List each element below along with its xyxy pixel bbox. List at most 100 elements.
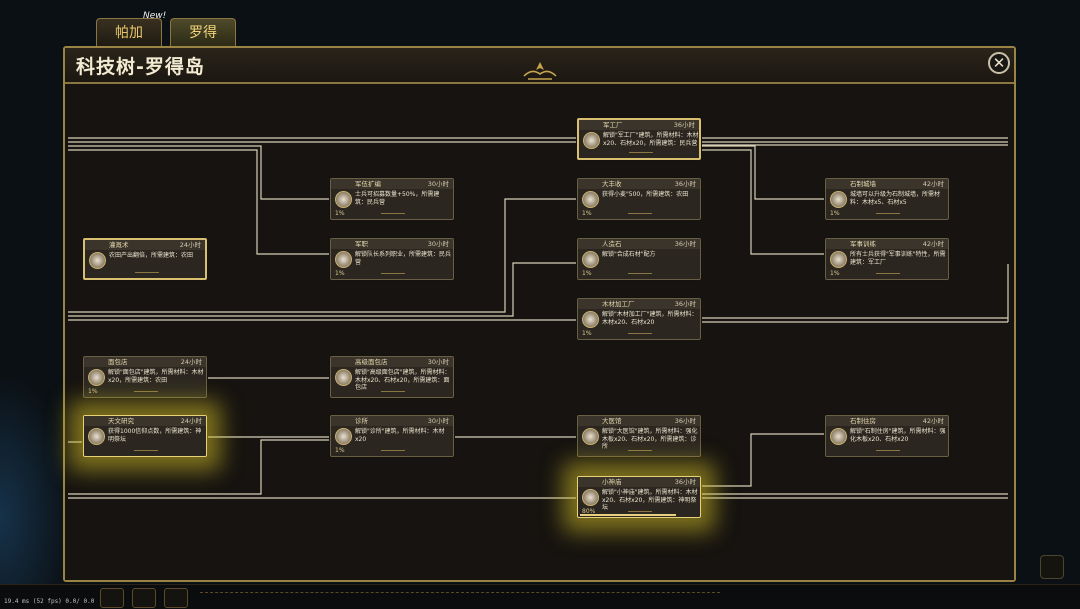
node-decoration: [876, 213, 900, 218]
node-name: 军事训练: [850, 240, 876, 248]
node-progress-text: 1%: [335, 447, 345, 454]
node-description: 城墙可以升级为石制城墙，所需材料：木材x5、石材x5: [850, 191, 941, 206]
node-name: 诊所: [355, 417, 368, 425]
node-time: 36小时: [674, 417, 696, 425]
tab-pergamon[interactable]: 帕加马: [96, 18, 162, 69]
window-title: 科技树-罗得岛: [76, 56, 205, 78]
node-name: 军职: [355, 240, 368, 248]
node-description: 解锁"高级面包店"建筑，所需材料：木材x20、石材x20，所需建筑：面包店: [355, 369, 451, 392]
node-decoration: [381, 391, 405, 396]
node-header: 大丰收 36小时: [578, 179, 700, 189]
node-description: 解锁"合成石材"配方: [602, 251, 656, 258]
title-bar: 科技树-罗得岛 ✕: [65, 48, 1014, 84]
node-decoration: [628, 273, 652, 278]
node-name: 石制住房: [850, 417, 876, 425]
soldier-icon: [830, 251, 847, 268]
node-decoration: [628, 333, 652, 338]
node-name: 面包店: [108, 358, 128, 366]
node-name: 天文研究: [108, 417, 134, 425]
node-decoration: [134, 391, 158, 396]
background-glow: [0, 380, 70, 608]
node-decoration: [876, 450, 900, 455]
node-decoration: [629, 152, 653, 157]
node-time: 42小时: [922, 417, 944, 425]
node-header: 小神庙 36小时: [578, 477, 700, 487]
node-description: 解锁"石制住房"建筑，所需材料：强化木板x20、石材x20: [850, 428, 946, 443]
connector-lines: [68, 137, 1009, 499]
node-description: 所有士兵获得"军事训练"特性，所需建筑：军工厂: [850, 251, 946, 266]
army-icon: [335, 191, 352, 208]
close-icon: ✕: [992, 54, 1006, 72]
node-progress-text: 1%: [582, 210, 592, 217]
bread-icon: [88, 369, 105, 386]
node-time: 36小时: [673, 121, 695, 129]
node-name: 军伍扩编: [355, 180, 381, 188]
node-time: 36小时: [674, 180, 696, 188]
node-time: 30小时: [427, 358, 449, 366]
node-description: 解锁"面包店"建筑，所需材料：木材x20，所需建筑：农田: [108, 369, 204, 384]
node-progress-text: 1%: [582, 330, 592, 337]
tech-node-stone_house[interactable]: 石制住房 42小时解锁"石制住房"建筑，所需材料：强化木板x20、石材x20: [825, 415, 949, 457]
node-time: 30小时: [427, 180, 449, 188]
close-button[interactable]: ✕: [988, 52, 1010, 74]
hud-slot[interactable]: [164, 588, 188, 608]
tech-tree-window: 科技树-罗得岛 ✕: [63, 46, 1016, 582]
node-decoration: [628, 511, 652, 516]
factory-icon: [583, 132, 600, 149]
node-header: 石制住房 42小时: [826, 416, 948, 426]
sickle-icon: [582, 191, 599, 208]
node-description: 解锁"大医馆"建筑，所需材料：强化木板x20、石材x20，所需建筑：诊所: [602, 428, 698, 451]
new-badge: New!: [143, 11, 167, 21]
node-decoration: [628, 450, 652, 455]
captain-icon: [335, 251, 352, 268]
node-time: 36小时: [674, 300, 696, 308]
hud-slot[interactable]: [100, 588, 124, 608]
node-name: 高级面包店: [355, 358, 388, 366]
node-header: 高级面包店 30小时: [331, 357, 453, 367]
node-time: 36小时: [674, 478, 696, 486]
tab-rhodes[interactable]: 罗得岛: [170, 18, 236, 69]
node-progress-text: 1%: [830, 210, 840, 217]
node-name: 灌溉术: [109, 241, 129, 249]
node-name: 小神庙: [602, 478, 622, 486]
node-decoration: [135, 272, 159, 277]
node-header: 军伍扩编 30小时: [331, 179, 453, 189]
node-description: 解锁"诊所"建筑，所需材料：木材x20: [355, 428, 445, 443]
node-decoration: [381, 213, 405, 218]
lumber-icon: [582, 311, 599, 328]
node-name: 大丰收: [602, 180, 622, 188]
fps-counter: 19.4 ms (52 fps) 0.0/ 0.0: [4, 598, 95, 605]
ornament-icon: [523, 62, 557, 80]
node-time: 24小时: [179, 241, 201, 249]
clinic-icon: [335, 428, 352, 445]
node-description: 解锁队长系列职业，所需建筑：民兵营: [355, 251, 452, 266]
node-header: 灌溉术 24小时: [85, 240, 205, 250]
stone-icon: [582, 251, 599, 268]
hud-slot[interactable]: [132, 588, 156, 608]
side-menu-button[interactable]: [1040, 555, 1064, 579]
node-progress-text: 1%: [335, 210, 345, 217]
tech-node-premium_bakery[interactable]: 高级面包店 30小时解锁"高级面包店"建筑，所需材料：木材x20、石材x20，所需…: [330, 356, 454, 398]
node-progress-text: 1%: [335, 270, 345, 277]
house-icon: [830, 428, 847, 445]
